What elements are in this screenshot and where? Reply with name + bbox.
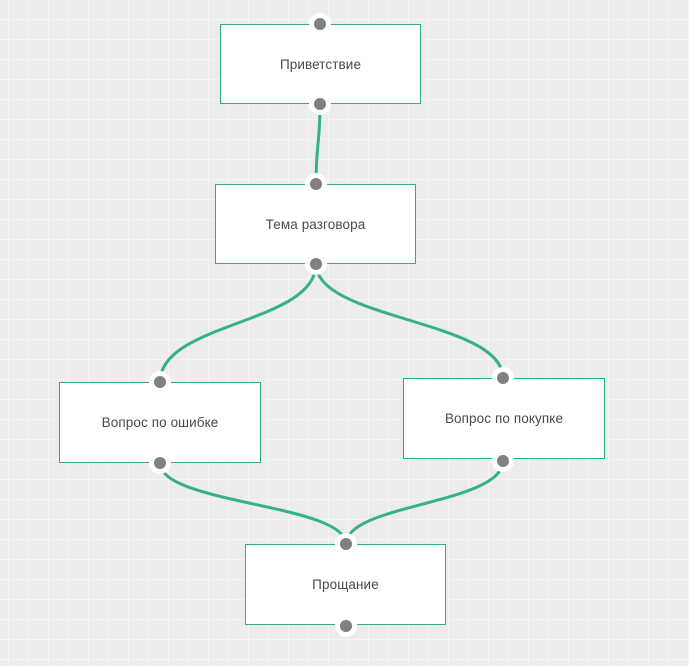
node-label: Приветствие [279, 56, 362, 72]
port-output-farewell[interactable] [335, 615, 357, 637]
node-label: Тема разговора [265, 216, 366, 232]
port-input-farewell[interactable] [335, 533, 357, 555]
node-label: Вопрос по покупке [444, 411, 564, 426]
port-input-topic[interactable] [305, 173, 327, 195]
edge-topic-out-to-purchase-question-in[interactable] [314, 262, 505, 380]
port-output-error-question[interactable] [149, 452, 171, 474]
port-output-greeting[interactable] [309, 93, 331, 115]
node-topic[interactable]: Тема разговора [215, 184, 416, 264]
node-greeting[interactable]: Приветствие [220, 24, 421, 104]
node-label: Вопрос по ошибке [101, 415, 219, 430]
port-input-greeting[interactable] [309, 13, 331, 35]
port-output-purchase-question[interactable] [492, 450, 514, 472]
edge-topic-out-to-error-question-in[interactable] [158, 262, 318, 384]
edge-purchase-question-out-to-farewell-in[interactable] [344, 459, 505, 546]
node-farewell[interactable]: Прощание [245, 544, 446, 625]
port-output-topic[interactable] [305, 253, 327, 275]
port-input-error-question[interactable] [149, 371, 171, 393]
node-purchase-question[interactable]: Вопрос по покупке [403, 378, 605, 459]
edge-greeting-out-to-topic-in[interactable] [314, 102, 322, 186]
node-error-question[interactable]: Вопрос по ошибке [59, 382, 261, 463]
node-label: Прощание [312, 577, 379, 592]
port-input-purchase-question[interactable] [492, 367, 514, 389]
edge-error-question-out-to-farewell-in[interactable] [158, 461, 348, 546]
